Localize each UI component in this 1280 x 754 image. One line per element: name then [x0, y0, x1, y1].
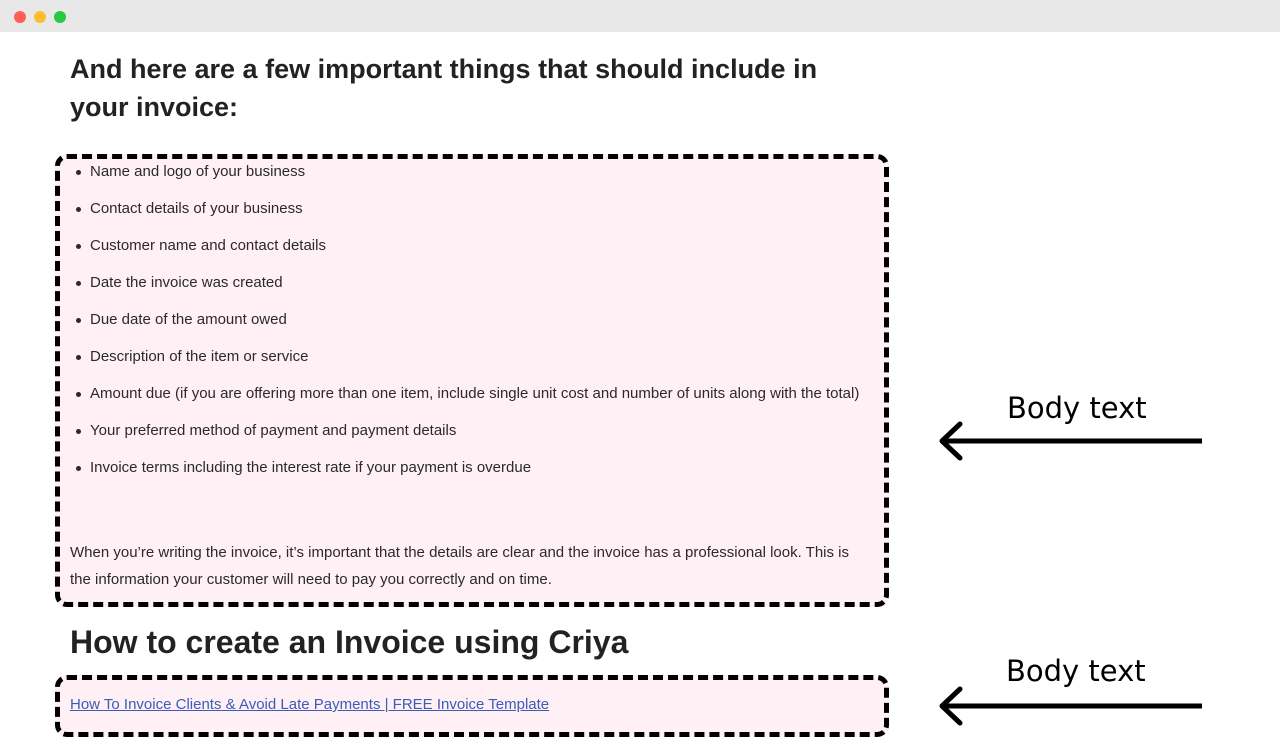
maximize-window-button[interactable]	[54, 11, 66, 23]
list-item-text: Customer name and contact details	[90, 237, 326, 254]
bullet-icon	[76, 281, 81, 286]
bullet-icon	[76, 429, 81, 434]
arrow-left-icon	[939, 421, 1202, 461]
list-item: Date the invoice was created	[70, 269, 860, 296]
list-item-text: Contact details of your business	[90, 200, 303, 217]
bullet-icon	[76, 244, 81, 249]
bullet-icon	[76, 170, 81, 175]
arrow-left-icon	[939, 686, 1202, 726]
bullet-icon	[76, 392, 81, 397]
close-window-button[interactable]	[14, 11, 26, 23]
list-item-text: Due date of the amount owed	[90, 311, 287, 328]
annotation-label: Body text	[1006, 654, 1146, 688]
link-highlight-box	[55, 675, 889, 737]
annotation-label: Body text	[1007, 391, 1147, 425]
invoice-items-list: Name and logo of your business Contact d…	[70, 158, 860, 491]
section-heading: How to create an Invoice using Criya	[70, 624, 629, 660]
list-item: Invoice terms including the interest rat…	[70, 454, 860, 481]
body-paragraph: When you’re writing the invoice, it’s im…	[70, 544, 850, 588]
list-item-text: Invoice terms including the interest rat…	[90, 459, 532, 476]
window-titlebar	[0, 0, 1280, 32]
bullet-icon	[76, 355, 81, 360]
list-item-text: Name and logo of your business	[90, 163, 306, 180]
list-item-text: Description of the item or service	[90, 348, 309, 365]
list-item: Contact details of your business	[70, 195, 860, 222]
list-item: Amount due (if you are offering more tha…	[70, 380, 860, 407]
bullet-icon	[76, 318, 81, 323]
list-item: Customer name and contact details	[70, 232, 860, 259]
list-item-text: Date the invoice was created	[90, 274, 283, 291]
body-text-highlight-box	[55, 154, 889, 607]
minimize-window-button[interactable]	[34, 11, 46, 23]
bullet-icon	[76, 466, 81, 471]
list-item-text: Your preferred method of payment and pay…	[90, 422, 457, 439]
list-item: Due date of the amount owed	[70, 306, 860, 333]
list-item-text: Amount due (if you are offering more tha…	[90, 385, 860, 402]
invoice-video-link[interactable]: How To Invoice Clients & Avoid Late Paym…	[70, 696, 550, 713]
list-item: Description of the item or service	[70, 343, 860, 370]
list-item: Your preferred method of payment and pay…	[70, 417, 860, 444]
article-heading: And here are a few important things that…	[70, 54, 818, 122]
list-item: Name and logo of your business	[70, 158, 860, 185]
bullet-icon	[76, 207, 81, 212]
